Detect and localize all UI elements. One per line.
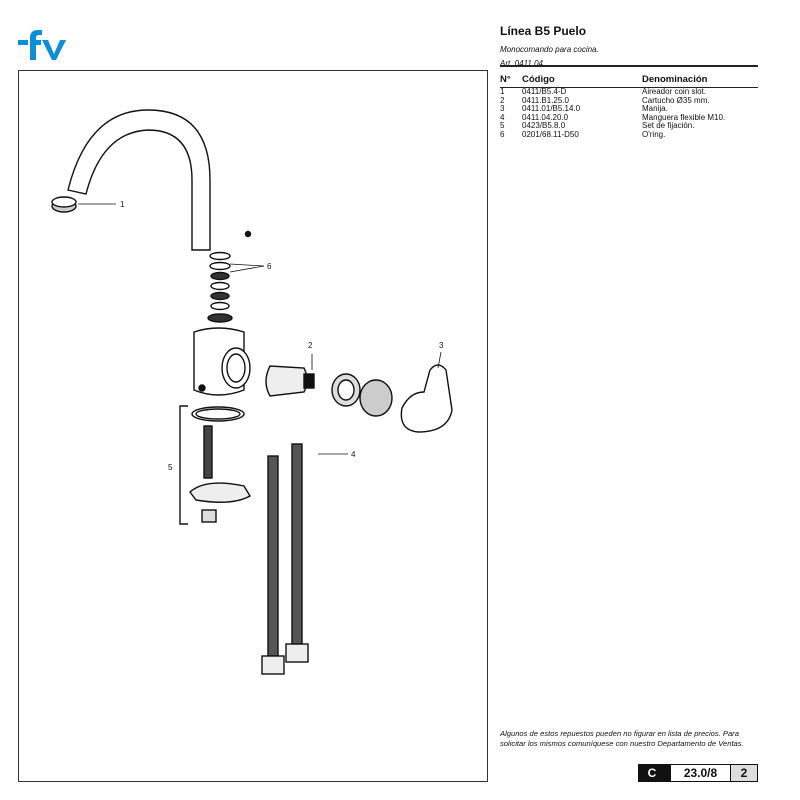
cell-code: 0423/B5.8.0: [522, 121, 566, 131]
cell-name: Cartucho Ø35 mm.: [642, 95, 710, 105]
article-number: Art. 0411.04: [500, 59, 543, 68]
cell-name: O'ring.: [642, 129, 666, 139]
cell-code: 0201/68.11-D50: [522, 129, 579, 139]
cell-code: 0411.04.20.0: [522, 112, 569, 122]
column-header-number: N°: [500, 72, 522, 88]
callout-3: 3: [439, 341, 444, 350]
table-row: 1 0411/B5.4-D Aireador coin slot.: [500, 87, 758, 97]
cell-name: Set de fijación.: [642, 121, 695, 131]
header-rule: [500, 65, 758, 67]
cell-number: 1: [500, 87, 505, 96]
table-row: 3 0411.01/B5.14.0 Manija.: [500, 105, 758, 114]
callout-2: 2: [308, 341, 313, 350]
handle-part: [400, 364, 453, 433]
cell-code: 0411.B1.25.0: [522, 95, 570, 105]
callout-5: 5: [168, 463, 173, 472]
parts-table: N° Código Denominación 1 0411/B5.4-D Airea…: [500, 72, 758, 140]
table-row: 6 0201/68.11-D50 O'ring.: [500, 129, 758, 140]
cell-name: Aireador coin slot.: [642, 87, 707, 96]
spout: [67, 109, 211, 251]
cell-code: 0411.01/B5.14.0: [522, 104, 581, 114]
document-header: Línea B5 Puelo Monocomando para cocina. …: [500, 24, 758, 73]
cell-number: 6: [500, 129, 505, 139]
section-letter: C: [639, 765, 665, 781]
column-header-name: Denominación: [642, 72, 758, 88]
table-header-row: N° Código Denominación: [500, 72, 758, 88]
drawing-frame: [18, 70, 488, 782]
cell-number: 2: [500, 95, 505, 105]
table-row: 5 0423/B5.8.0 Set de fijación.: [500, 122, 758, 131]
cell-number: 5: [500, 121, 505, 131]
cell-name: Manguera flexible M10.: [642, 112, 726, 122]
cell-name: Manija.: [642, 104, 668, 114]
fixing-nut: [201, 509, 217, 523]
column-header-code: Código: [522, 72, 642, 88]
callout-4: 4: [351, 450, 356, 459]
cell-number: 4: [500, 112, 505, 122]
oring-stack: [207, 251, 233, 323]
catalog-reference-box: C 23.0/8 2: [638, 764, 758, 782]
page-number: 2: [730, 765, 757, 781]
fixing-clip: [189, 482, 251, 503]
product-subtitle: Monocomando para cocina.: [500, 45, 599, 54]
flexible-hoses: [261, 443, 309, 675]
availability-note: Algunos de estos repuestos pueden no fig…: [500, 729, 744, 748]
catalog-code: 23.0/8: [665, 765, 730, 781]
table-row: 2 0411.B1.25.0 Cartucho Ø35 mm.: [500, 95, 758, 106]
cartridge-part: [265, 365, 308, 397]
cell-number: 3: [500, 104, 505, 114]
product-title: Línea B5 Puelo: [500, 24, 587, 38]
table-row: 4 0411.04.20.0 Manguera flexible M10.: [500, 112, 758, 123]
threaded-rod: [203, 425, 213, 479]
callout-1: 1: [120, 200, 125, 209]
fv-logo: [18, 30, 66, 60]
exploded-view-drawing: 1 6 2 3 4 5: [51, 109, 453, 675]
cell-code: 0411/B5.4-D: [522, 87, 567, 96]
callout-6: 6: [267, 262, 272, 271]
